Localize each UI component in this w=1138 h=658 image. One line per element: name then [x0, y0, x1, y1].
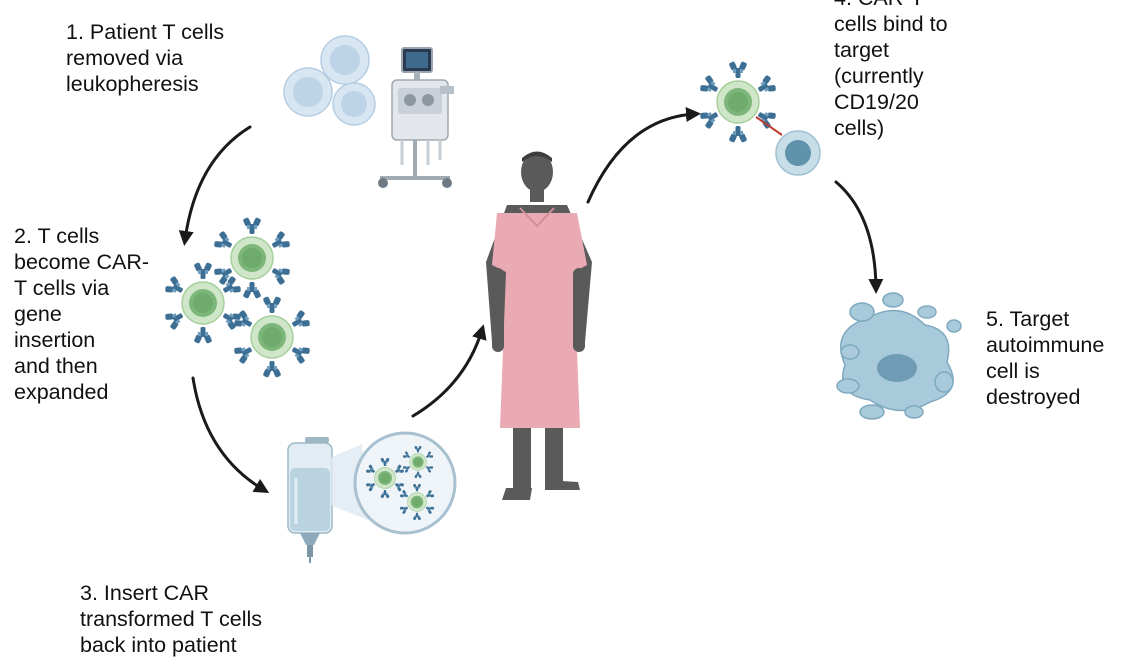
- arrow-step2-to-step3: [191, 376, 270, 494]
- step-4-line: 4. CAR-T: [834, 0, 948, 11]
- step-3-label: 3. Insert CAR transformed T cells back i…: [80, 580, 262, 658]
- step-4-line: (currently: [834, 64, 924, 88]
- step-4-line: cells): [834, 116, 885, 140]
- destroyed-cell-icon: [836, 292, 962, 420]
- cycle-arrows: [178, 107, 884, 494]
- step-3-line: transformed T cells: [80, 607, 263, 631]
- apheresis-machine-icon: [378, 47, 454, 188]
- step-4-line: CD19/20: [834, 90, 919, 114]
- car-t-binding-target-icon: [698, 61, 821, 176]
- step-2-line: become CAR-: [14, 250, 150, 274]
- step-4-label: 4. CAR-T cells bind to target (currently…: [834, 0, 948, 141]
- arrow-step1-to-step2: [178, 125, 252, 246]
- step-2-line: gene: [14, 302, 62, 326]
- step-2-line: 2. T cells: [14, 224, 100, 248]
- step-2-line: T cells via: [14, 276, 110, 300]
- step-5-line: destroyed: [986, 385, 1081, 409]
- step-4-line: cells bind to: [834, 12, 948, 36]
- arrow-patient-to-step4: [586, 107, 701, 204]
- step-1-line: 1. Patient T cells: [66, 20, 225, 44]
- step-5-label: 5. Target autoimmune cell is destroyed: [986, 306, 1104, 410]
- iv-bag-icon: [287, 437, 333, 563]
- step-2-line: insertion: [14, 328, 96, 352]
- patient-in-gown-icon: [486, 151, 592, 500]
- step-2-label: 2. T cells become CAR- T cells via gene …: [14, 223, 149, 405]
- step-4-line: target: [834, 38, 889, 62]
- step-3-line: back into patient: [80, 633, 237, 657]
- step-2-line: expanded: [14, 380, 109, 404]
- car-t-therapy-diagram: [0, 35, 962, 563]
- step-5-line: cell is: [986, 359, 1040, 383]
- step-1-label: 1. Patient T cells removed via leukopher…: [66, 19, 224, 97]
- magnified-car-t-icon: [330, 431, 457, 535]
- step-5-line: 5. Target: [986, 307, 1070, 331]
- lymphocyte-cluster-icon: [283, 35, 376, 126]
- step-5-line: autoimmune: [986, 333, 1105, 357]
- arrow-step3-to-patient: [411, 324, 487, 418]
- arrow-step4-to-step5: [834, 180, 884, 294]
- step-2-line: and then: [14, 354, 98, 378]
- step-1-line: removed via: [66, 46, 184, 70]
- step-3-line: 3. Insert CAR: [80, 581, 210, 605]
- step-1-line: leukopheresis: [66, 72, 199, 96]
